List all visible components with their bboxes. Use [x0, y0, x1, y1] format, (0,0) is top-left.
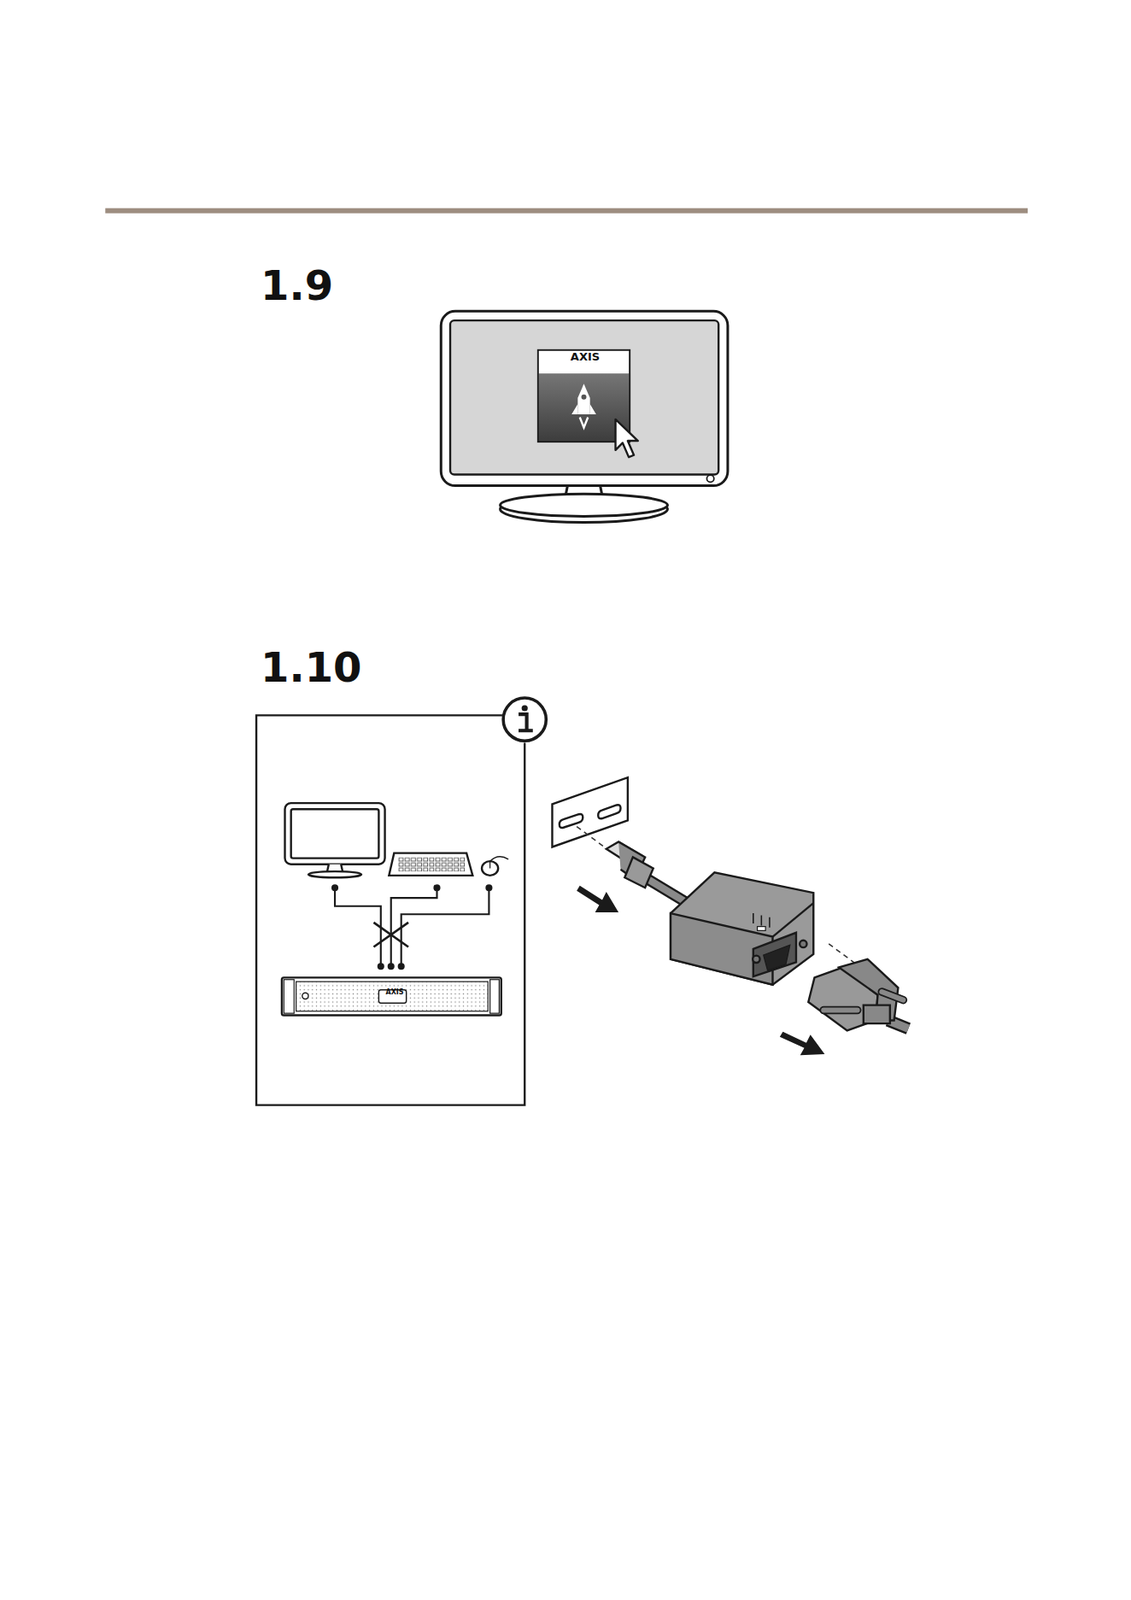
step-number: 1.9: [260, 264, 334, 306]
header-rule: [105, 208, 1028, 214]
peripherals: [285, 802, 510, 878]
usb-c-to-vga-adapter: [606, 841, 814, 985]
direction-arrow: [576, 885, 825, 1055]
step-number: 1.10: [260, 646, 362, 688]
logo-text: AXIS: [385, 989, 404, 997]
server-front: [281, 977, 502, 1015]
display-port-plate: [551, 777, 628, 847]
disallowed-wiring: [332, 884, 492, 969]
mouse-cursor: [615, 419, 639, 458]
vga-cable: [808, 959, 909, 1032]
logo-text: AXIS: [570, 351, 600, 363]
monitor-illustration: [440, 310, 728, 522]
info-panel: [256, 697, 546, 1106]
